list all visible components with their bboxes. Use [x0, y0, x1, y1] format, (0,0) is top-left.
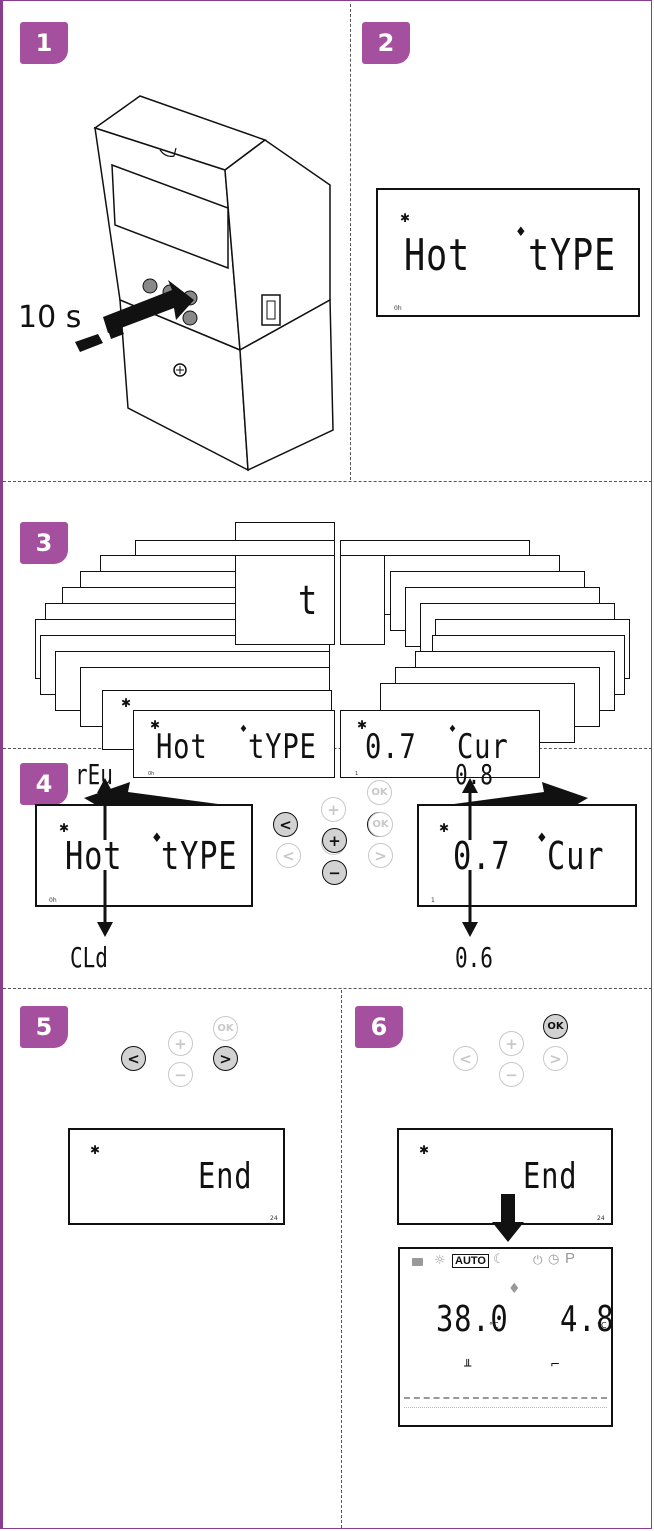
plus-button[interactable]: +	[499, 1031, 524, 1056]
step-badge-1: 1	[20, 22, 68, 64]
clock-icon: ◷	[548, 1252, 560, 1267]
lcd-corner-label: 24	[270, 1215, 278, 1222]
lcd-display-step4-right: ✱ 0.7 ♦ Cur 1	[417, 804, 637, 907]
ok-button[interactable]: OK	[367, 780, 392, 805]
option-below-left: CLd	[70, 941, 108, 974]
supply-sensor-icon: ╨	[464, 1359, 472, 1373]
timeline-scale	[404, 1407, 607, 1408]
wrench-icon: ✱	[400, 211, 411, 225]
next-button[interactable]: >	[368, 843, 393, 868]
lcd-text-right: tYPE	[248, 727, 317, 767]
divider-1	[3, 481, 652, 482]
lcd-text-right: tYPE	[161, 834, 238, 878]
prev-button[interactable]: <	[273, 812, 298, 837]
drop-icon: ♦	[239, 724, 248, 735]
wrench-icon: ✱	[150, 718, 161, 732]
wrench-icon: ✱	[419, 1143, 430, 1157]
prev-button[interactable]: <	[121, 1046, 146, 1071]
next-button[interactable]: >	[213, 1046, 238, 1071]
step-badge-5: 5	[20, 1006, 68, 1048]
lcd-text-unit: Cur	[457, 727, 509, 767]
lcd-corner-label: 1	[431, 897, 435, 904]
outdoor-temperature: 4.8	[560, 1299, 615, 1340]
minus-button[interactable]: −	[499, 1062, 524, 1087]
plus-button[interactable]: +	[168, 1031, 193, 1056]
lcd-text-left: Hot	[156, 727, 208, 767]
lcd-text-value: 0.7	[365, 727, 417, 767]
supply-unit: °C	[489, 1321, 499, 1330]
step-badge-2: 2	[362, 22, 410, 64]
drop-icon: ♦	[536, 831, 548, 846]
wrench-icon: ✱	[357, 718, 368, 732]
water-drop-icon: ♦	[508, 1281, 521, 1297]
step-badge-4: 4	[20, 763, 68, 805]
lcd-text-end: End	[523, 1156, 578, 1197]
divider-3	[3, 988, 652, 989]
drop-icon: ♦	[448, 724, 457, 735]
drop-icon: ♦	[151, 831, 163, 846]
lcd-text-left: Hot	[404, 230, 470, 281]
lcd-corner-label: 1	[355, 771, 359, 777]
lcd-display-step4-left: ✱ Hot ♦ tYPE 0h	[35, 804, 253, 907]
outdoor-unit: °C	[597, 1321, 607, 1330]
ok-button[interactable]: OK	[368, 812, 393, 837]
outdoor-sensor-icon: ⌐	[550, 1357, 561, 1371]
drop-icon: ♦	[515, 225, 527, 240]
timeline-bar	[404, 1397, 607, 1399]
lcd-corner-label: 0h	[394, 305, 402, 312]
lcd-corner-label: 0h	[148, 771, 155, 777]
controller-illustration	[75, 95, 334, 472]
auto-mode-label: AUTO	[452, 1254, 489, 1268]
prev-button[interactable]: <	[276, 843, 301, 868]
ok-button[interactable]: OK	[543, 1014, 568, 1039]
wrench-icon: ✱	[121, 696, 132, 710]
lcd-corner-label: 0h	[49, 897, 57, 904]
home-display: ☼ AUTO ☾ ⏻ ◷ P ♦ 38.0 °C 4.8 °C ╨ ⌐	[398, 1247, 615, 1427]
option-below-right: 0.6	[455, 941, 493, 974]
wrench-icon: ✱	[90, 1143, 101, 1157]
down-arrow	[492, 1194, 524, 1242]
wrench-icon: ✱	[59, 821, 70, 835]
sun-icon: ☼	[434, 1253, 446, 1268]
lcd-text-unit: Cur	[547, 834, 605, 878]
lcd-text-end: End	[198, 1156, 253, 1197]
lcd-text-right: tYPE	[528, 230, 616, 281]
vdivider-top	[350, 4, 351, 480]
lcd-text-value: 0.7	[453, 834, 511, 878]
prev-button[interactable]: <	[453, 1046, 478, 1071]
program-label: P	[565, 1250, 576, 1267]
next-button[interactable]: >	[543, 1046, 568, 1071]
lcd-display-step3-right: ✱ 0.7 ♦ Cur 1	[340, 710, 540, 778]
step-badge-3: 3	[20, 522, 68, 564]
minus-button[interactable]: −	[322, 860, 347, 885]
lcd-display-step6: ✱ End 24	[397, 1128, 613, 1225]
supply-temperature: 38.0	[436, 1299, 509, 1340]
ok-button[interactable]: OK	[213, 1016, 238, 1041]
vdivider-bottom	[341, 990, 342, 1528]
wrench-icon: ✱	[439, 821, 450, 835]
lcd-text-left: Hot	[65, 834, 123, 878]
lcd-corner-label: 24	[597, 1215, 605, 1222]
briefcase-icon	[412, 1258, 423, 1266]
step-badge-6: 6	[355, 1006, 403, 1048]
lcd-text-partial: t	[298, 578, 319, 624]
hold-duration-label: 10 s	[18, 300, 82, 335]
lcd-display-step5: ✱ End 24	[68, 1128, 285, 1225]
plus-button[interactable]: +	[322, 828, 347, 853]
lcd-display-step3-left: ✱ Hot ♦ tYPE 0h	[133, 710, 335, 778]
plus-button[interactable]: +	[321, 797, 346, 822]
power-icon: ⏻	[533, 1253, 543, 1267]
minus-button[interactable]: −	[168, 1062, 193, 1087]
moon-icon: ☾	[493, 1252, 505, 1267]
lcd-display-step2: ✱ Hot ♦ tYPE 0h	[376, 188, 640, 317]
